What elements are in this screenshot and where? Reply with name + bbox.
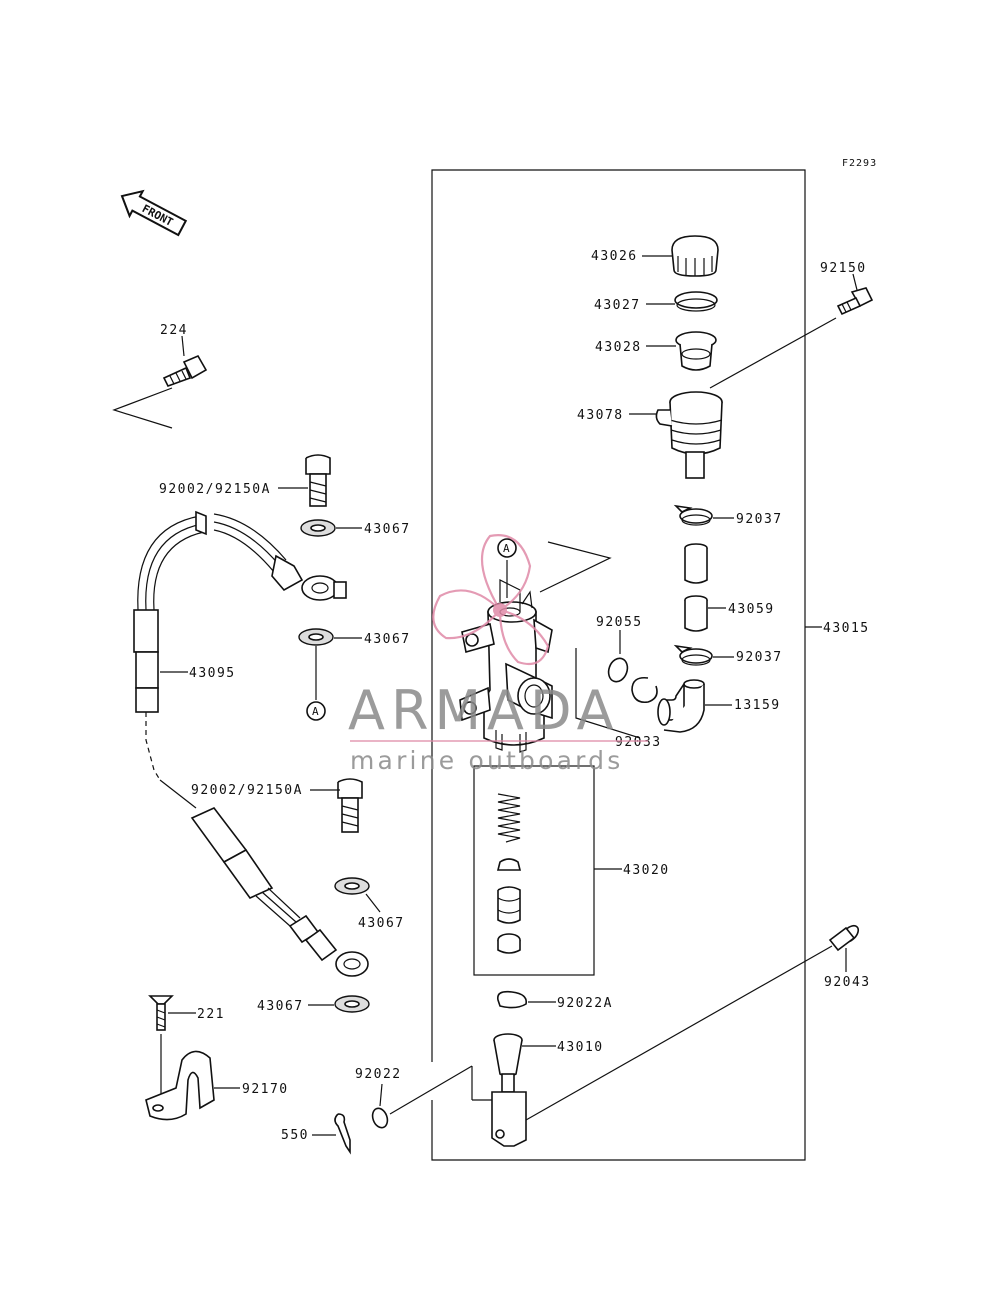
ref-circle-a-left: A: [306, 701, 326, 721]
washer-43067-c: [334, 877, 381, 913]
label-43010: 43010: [557, 1040, 604, 1055]
push-rod-43010: [491, 1033, 556, 1147]
label-221: 221: [197, 1007, 225, 1022]
washer-43067-b: [298, 628, 362, 700]
armada-watermark: ARMADA marine outboards: [348, 534, 648, 775]
label-92022: 92022: [355, 1067, 402, 1082]
banjo-bolt-upper: [278, 454, 331, 507]
clamp-92037-lower: [673, 644, 734, 666]
elbow-13159: [657, 679, 732, 733]
washer-92022: [371, 1065, 492, 1129]
screw-221: [148, 995, 196, 1094]
label-92055: 92055: [596, 615, 643, 630]
master-cylinder-body: [459, 560, 553, 753]
clamp-92037-upper: [673, 504, 734, 526]
o-ring-92055: [607, 630, 629, 683]
circlip-92033: [575, 648, 658, 739]
piston-kit-43020: [473, 765, 622, 976]
label-92037-lower: 92037: [736, 650, 783, 665]
label-43015: 43015: [823, 621, 870, 636]
svg-text:A: A: [503, 542, 510, 555]
clamp-92170: [145, 1050, 240, 1121]
label-43020: 43020: [623, 863, 670, 878]
label-43067-a: 43067: [364, 522, 411, 537]
plate-43028: [646, 331, 717, 371]
brake-hose-43095: [133, 510, 347, 781]
label-43067-c: 43067: [358, 916, 405, 931]
brand-tagline: marine outboards: [350, 746, 623, 775]
front-arrow-icon: FRONT: [120, 189, 188, 237]
label-92170: 92170: [242, 1082, 289, 1097]
bolt-224: [112, 335, 208, 429]
figure-code: F2293: [842, 158, 877, 169]
label-92150: 92150: [820, 261, 867, 276]
bolt-92150: [709, 273, 874, 389]
reservoir-43078: [629, 391, 723, 479]
washer-43067-d: [308, 995, 370, 1013]
brand-name: ARMADA: [348, 679, 620, 742]
diaphragm-43027: [646, 291, 718, 312]
cotter-pin-550: [312, 1113, 351, 1155]
label-92043: 92043: [824, 975, 871, 990]
pin-92043: [525, 924, 860, 1121]
label-13159: 13159: [734, 698, 781, 713]
hose-43059: [684, 543, 726, 632]
banjo-bolt-lower: [310, 778, 363, 833]
circlip-92022a: [496, 990, 556, 1009]
label-43067-b: 43067: [364, 632, 411, 647]
label-92002-lower: 92002/92150A: [191, 783, 303, 798]
svg-text:A: A: [312, 705, 319, 718]
label-92037-upper: 92037: [736, 512, 783, 527]
label-43059: 43059: [728, 602, 775, 617]
label-92022a: 92022A: [557, 996, 613, 1011]
label-43067-d: 43067: [257, 999, 304, 1014]
label-43027: 43027: [594, 298, 641, 313]
label-43026: 43026: [591, 249, 638, 264]
label-43028: 43028: [595, 340, 642, 355]
ref-circle-a-top: A: [497, 538, 517, 558]
label-224: 224: [160, 323, 188, 338]
brake-hose-lower: [159, 779, 369, 977]
washer-43067-a: [300, 519, 362, 537]
cap-43026: [642, 235, 719, 277]
assembly-frame: [431, 169, 806, 1161]
label-43078: 43078: [577, 408, 624, 423]
label-92002-upper: 92002/92150A: [159, 482, 271, 497]
label-92033: 92033: [615, 735, 662, 750]
propeller-logo-icon: [432, 534, 550, 666]
label-43095: 43095: [189, 666, 236, 681]
label-550: 550: [281, 1128, 309, 1143]
